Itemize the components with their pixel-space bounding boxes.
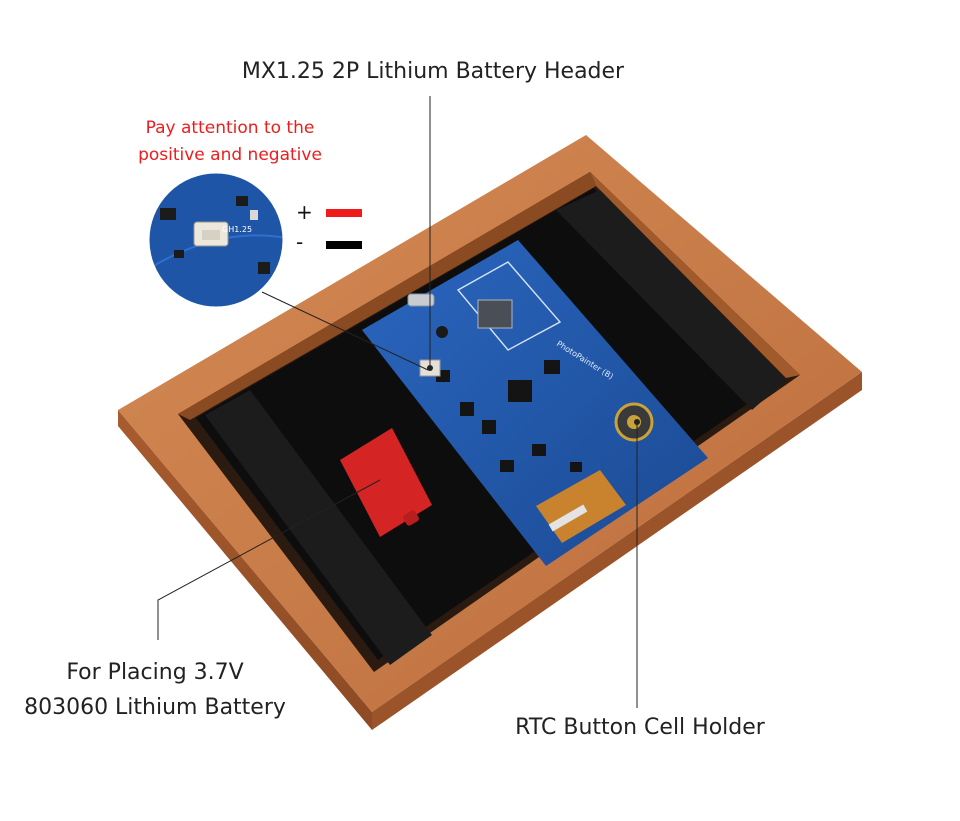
foam-strip-right	[556, 190, 786, 410]
polarity-note-line2: positive and negative	[138, 145, 322, 165]
rtc-leader-dot	[634, 419, 640, 425]
positive-wire-indicator	[326, 209, 362, 217]
leader-lines	[157, 96, 638, 708]
connector-silkscreen: GH1.25	[222, 225, 252, 234]
rtc-holder-callout: RTC Button Cell Holder	[515, 715, 765, 740]
battery-slot-callout-line1: For Placing 3.7V	[66, 660, 244, 685]
battery-slot-callout-line2: 803060 Lithium Battery	[24, 695, 286, 720]
foam-strip-left	[205, 390, 432, 665]
battery-leader-line	[157, 479, 381, 640]
battery-header-callout: MX1.25 2P Lithium Battery Header	[241, 59, 625, 84]
header-leader-dot	[427, 365, 433, 371]
zoom-inset: GH1.25	[146, 170, 286, 310]
inset-leader-line	[261, 291, 429, 371]
battery-pad	[340, 428, 432, 537]
negative-wire-indicator	[326, 241, 362, 249]
negative-symbol: -	[296, 230, 304, 254]
battery-pad-tab	[403, 510, 419, 526]
positive-symbol: +	[296, 200, 313, 224]
polarity-note-line1: Pay attention to the	[145, 118, 315, 138]
